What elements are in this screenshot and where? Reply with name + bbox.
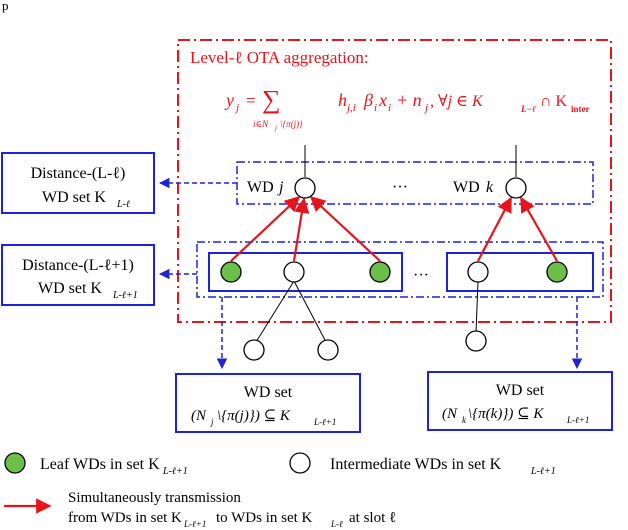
legend-arrow-line1: Simultaneously transmission (68, 490, 241, 506)
legend-arrow-line2-b: to WDs in set K (216, 510, 313, 526)
ota-equation: y j = ∑ i∈N j \{π(j)} h j,i β i x i + n … (224, 85, 590, 132)
lower-dots: ··· (413, 267, 429, 284)
child-node-1 (243, 339, 265, 361)
legend-intermediate-swatch (289, 452, 311, 474)
eq-h: h (338, 90, 347, 110)
bottom-box-1-expr-rest: \{π(j)}) ⊆ K (217, 408, 291, 424)
legend-arrow-line2-c: at slot ℓ (349, 510, 396, 526)
bottom-box-2-expr: (N (442, 406, 458, 422)
eq-beta: β (363, 90, 373, 110)
eq-lhs: y (224, 90, 234, 110)
eq-plus-n: + n (396, 90, 422, 110)
eq-x-sub: i (388, 102, 391, 114)
legend-arrow-line2-sub2: L-ℓ (330, 519, 343, 529)
bottom-box-1-title: WD set (244, 384, 293, 401)
edge-to-child-3 (475, 280, 479, 334)
bottom-box-2-expr-rest: \{π(k)}) ⊆ K (468, 406, 544, 422)
red-arrow-5 (520, 196, 558, 262)
eq-beta-sub: i (374, 102, 377, 114)
ota-title: Level-ℓ OTA aggregation: (190, 48, 369, 67)
intermediate-node-2 (467, 261, 489, 283)
red-arrow-3 (309, 195, 381, 262)
legend-leaf-text: Leaf WDs in set K (40, 456, 160, 473)
bottom-box-1-expr-sub: j (210, 417, 214, 427)
legend-arrow-line2-a: from WDs in set K (68, 510, 182, 526)
node-wd-k (505, 177, 527, 199)
eq-x: x (378, 90, 387, 110)
legend-leaf-swatch (4, 452, 26, 474)
eq-lhs-sub: j (234, 102, 239, 114)
child-node-3 (465, 330, 487, 352)
upper-dots: ··· (392, 179, 408, 196)
red-arrow-1 (230, 195, 301, 262)
ota-aggregation-region (177, 39, 612, 323)
side-box-1-line1: Distance-(L-ℓ) (31, 165, 126, 182)
side-box-1-line2: WD set K (42, 189, 106, 206)
legend-arrow-line2-sub1: L-ℓ+1 (183, 519, 206, 529)
side-box-2-line2: WD set K (38, 280, 102, 297)
bottom-box-j (175, 373, 361, 433)
node-wd-j (294, 177, 316, 199)
node-k-label: WD (453, 179, 480, 196)
eq-equals: = (246, 91, 256, 110)
intermediate-node-1 (283, 261, 305, 283)
eq-cap: ∩ K (540, 93, 568, 110)
side-box-1-line2-sub: L-ℓ (116, 199, 130, 210)
leaf-node-3 (546, 261, 568, 283)
red-arrow-2 (292, 197, 310, 262)
lower-left-subgroup (208, 252, 403, 292)
bottom-box-1-expr: (N (191, 408, 207, 424)
side-box-distance-l (1, 152, 155, 214)
eq-n-sub: j (423, 102, 428, 114)
upper-wd-group (236, 161, 594, 205)
edge-to-child-1 (255, 280, 295, 343)
top-mark: p (2, 0, 9, 13)
legend-intermediate-text: Intermediate WDs in set K (330, 456, 502, 473)
eq-sum: ∑ (262, 85, 281, 114)
side-box-distance-l-plus-1 (1, 244, 155, 306)
eq-forall: , ∀j ∈ K (430, 93, 484, 110)
leaf-node-1 (220, 261, 242, 283)
eq-k2-sub: inter (571, 104, 590, 114)
bottom-box-2-title: WD set (496, 382, 545, 399)
legend-leaf-sub: L-ℓ+1 (162, 466, 188, 477)
eq-h-sub: j,i (345, 102, 356, 114)
leaf-node-2 (369, 261, 391, 283)
eq-k1-sub: L−ℓ (520, 104, 536, 114)
eq-sum-under-sub: j (274, 124, 277, 132)
lower-right-subgroup (446, 252, 594, 292)
legend-intermediate-sub: L-ℓ+1 (530, 466, 556, 477)
red-arrow-4 (477, 196, 512, 262)
side-box-2-line2-sub: L-ℓ+1 (112, 290, 138, 301)
bottom-box-k (427, 371, 613, 431)
node-j-var: j (277, 179, 284, 196)
edge-to-child-2 (293, 280, 327, 343)
lower-wd-group (196, 241, 604, 298)
bottom-box-2-expr-sub: k (462, 415, 467, 425)
child-node-2 (317, 339, 339, 361)
node-k-var: k (486, 179, 494, 196)
bottom-box-1-expr-sub2: L-ℓ+1 (313, 417, 336, 427)
side-box-2-line1: Distance-(L-ℓ+1) (22, 257, 134, 274)
node-j-label: WD (247, 179, 274, 196)
eq-sum-under: i∈N (253, 119, 269, 129)
eq-sum-under-rest: \{π(j)} (280, 119, 303, 129)
bottom-box-2-expr-sub2: L-ℓ+1 (566, 415, 589, 425)
